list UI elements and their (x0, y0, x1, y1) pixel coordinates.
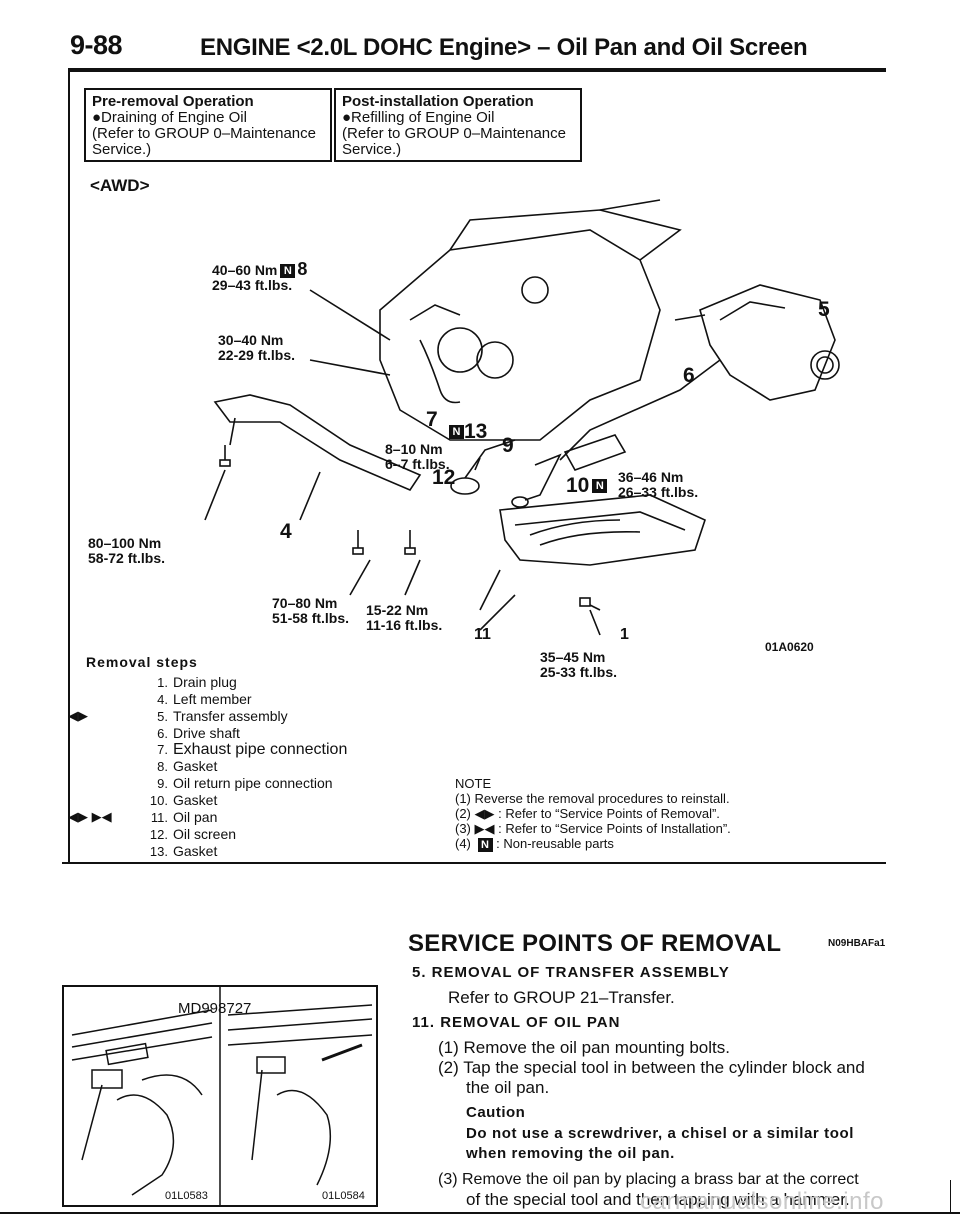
pre-removal-title: Pre-removal Operation (92, 93, 254, 110)
section-code: N09HBAFa1 (828, 938, 886, 949)
step-text: (1) Remove the oil pan mounting bolts. (438, 1038, 730, 1057)
list-item: 6.Drive shaft (157, 725, 240, 741)
post-installation-box: Post-installation Operation ●Refilling o… (334, 88, 582, 162)
removal-steps-list: 1.Drain plug 4.Left member ◀▶5.Transfer … (68, 674, 348, 860)
post-installation-title: Post-installation Operation (342, 93, 534, 110)
list-item: 1.Drain plug (157, 674, 237, 690)
caution-text: when removing the oil pan. (466, 1145, 675, 1162)
header-rule (68, 68, 886, 72)
non-reusable-icon: N (477, 837, 493, 852)
note-line: (2) ◀▶ : Refer to “Service Points of Rem… (455, 806, 720, 821)
non-reusable-icon: N (449, 425, 464, 440)
figure-code: 01A0620 (765, 640, 814, 654)
callout-5: 5 (818, 298, 830, 321)
callout-6: 6 (683, 364, 695, 387)
note-block: NOTE (1) Reverse the removal procedures … (455, 776, 731, 852)
callout-4: 4 (280, 520, 292, 543)
non-reusable-icon: N (280, 264, 296, 279)
step-text: (3) Remove the oil pan by placing a bras… (438, 1171, 859, 1188)
exploded-diagram (204, 199, 840, 636)
figure-code: 01L0583 (165, 1190, 208, 1202)
item-heading: 5. REMOVAL OF TRANSFER ASSEMBLY (412, 964, 730, 981)
list-item: 10.Gasket (149, 792, 218, 808)
pre-removal-box: Pre-removal Operation ●Draining of Engin… (84, 88, 332, 162)
figure-code: 01L0584 (322, 1190, 365, 1202)
note-line: (3) ▶◀ : Refer to “Service Points of Ins… (455, 821, 731, 836)
post-installation-line3: Service.) (342, 141, 402, 158)
non-reusable-icon: N (592, 479, 608, 494)
list-item: 9.Oil return pipe connection (157, 775, 333, 791)
pre-removal-line1: ●Draining of Engine Oil (92, 109, 247, 126)
note-line: (4) N : Non-reusable parts (455, 836, 614, 852)
item-heading: 11. REMOVAL OF OIL PAN (412, 1014, 621, 1031)
list-item: 4.Left member (157, 691, 252, 707)
procedure-illustration (62, 985, 378, 1207)
section-divider (62, 862, 886, 864)
list-item: 12.Oil screen (149, 826, 237, 842)
service-points-title: SERVICE POINTS OF REMOVAL (408, 930, 782, 957)
caution-heading: Caution (466, 1104, 526, 1121)
step-text: of the special tool and then tapping wit… (466, 1190, 850, 1209)
caution-text: Do not use a screwdriver, a chisel or a … (466, 1125, 854, 1142)
step-text: the oil pan. (466, 1078, 550, 1097)
list-item: 8.Gasket (157, 758, 218, 774)
pre-removal-line3: Service.) (92, 141, 152, 158)
callout-12: 12 (432, 466, 456, 489)
left-border (68, 72, 70, 862)
page-number: 9-88 (70, 30, 123, 60)
post-installation-line1: ●Refilling of Engine Oil (342, 109, 495, 126)
list-item: ◀▶ ▶◀11.Oil pan (68, 809, 218, 825)
callout-9: 9 (502, 434, 514, 457)
callout-7: 7 (426, 408, 438, 431)
callout-11: 11 (474, 626, 491, 643)
step-text: (2) Tap the special tool in between the … (438, 1058, 865, 1077)
section-tag: <AWD> (90, 176, 150, 195)
list-item: 13.Gasket (149, 843, 218, 859)
post-installation-line2: (Refer to GROUP 0–Maintenance (342, 125, 566, 142)
tool-label: MD998727 (178, 1000, 252, 1017)
right-border (950, 1180, 951, 1212)
note-line: (1) Reverse the removal procedures to re… (455, 791, 730, 806)
page-title: ENGINE <2.0L DOHC Engine> – Oil Pan and … (200, 34, 808, 61)
callout-1: 1 (620, 626, 629, 643)
removal-steps-heading: Removal steps (86, 654, 198, 670)
pre-removal-line2: (Refer to GROUP 0–Maintenance (92, 125, 316, 142)
list-item: ◀▶5.Transfer assembly (68, 708, 288, 724)
watermark: carmanualsonline.info (640, 1188, 884, 1215)
note-heading: NOTE (455, 776, 492, 791)
item-text: Refer to GROUP 21–Transfer. (448, 988, 675, 1007)
footer-rule (0, 1212, 960, 1214)
list-item: 7.Exhaust pipe connection (157, 741, 348, 758)
